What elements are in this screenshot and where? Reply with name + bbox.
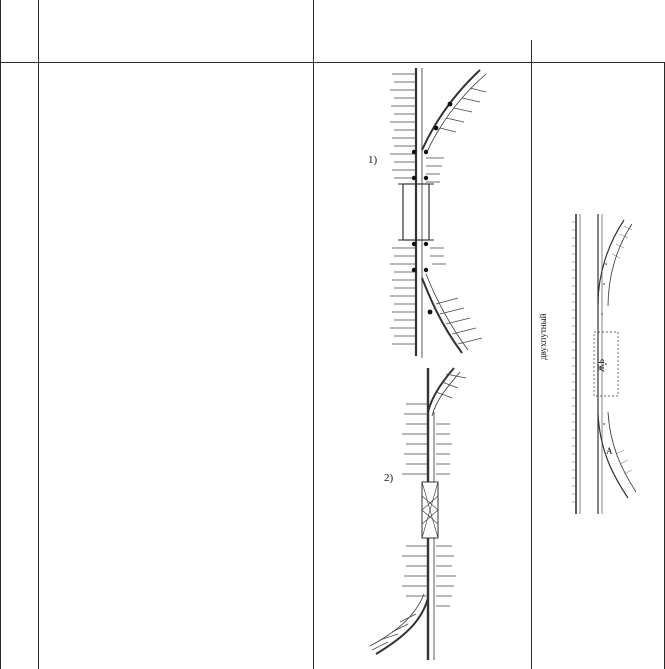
variant-1-label: 1) [368,154,378,166]
table-header-bottom-border [0,62,665,63]
table-border-sub [531,40,532,669]
variant-2-label: 2) [384,472,394,484]
railway-bridge-plan [572,214,637,514]
railway-crossing-diagram-1 [390,68,487,358]
railway-crossing-diagram-2 [369,367,467,660]
marker-label: А [606,446,613,456]
table-border-left [0,0,1,669]
road-label: двухпутный [538,313,548,360]
table-border-col1 [38,0,39,669]
table-border-col2 [313,0,314,669]
